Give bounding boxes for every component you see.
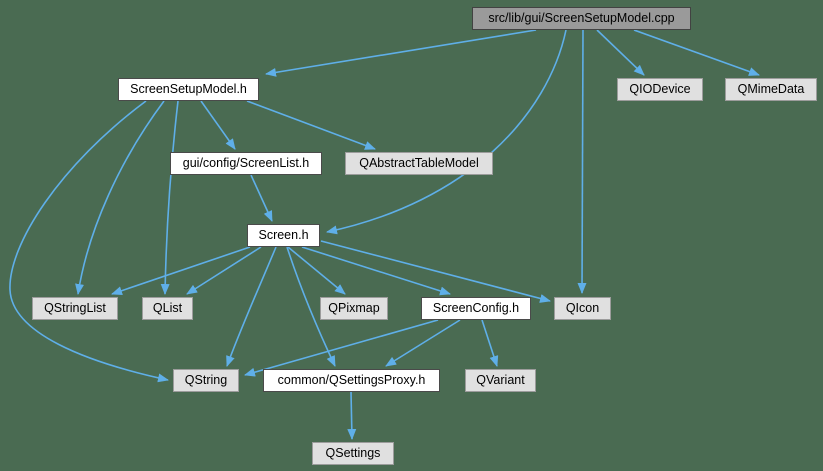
edge-ssm-h-qatm (246, 100, 376, 150)
node-qsettings: QSettings (312, 442, 394, 465)
node-qvariant: QVariant (465, 369, 536, 392)
node-qatm: QAbstractTableModel (345, 152, 493, 175)
edge-cpp-qicon (577, 29, 587, 294)
node-ssm-h[interactable]: ScreenSetupModel.h (118, 78, 259, 101)
edge-screen-h-qlist (186, 246, 262, 295)
edge-cpp-qmimedata (633, 29, 760, 76)
node-qstring: QString (173, 369, 239, 392)
node-screenconfig-h[interactable]: ScreenConfig.h (421, 297, 531, 320)
node-qlist: QList (142, 297, 193, 320)
node-qstringlist: QStringList (32, 297, 118, 320)
node-qicon: QIcon (554, 297, 611, 320)
edge-qsettingsproxy-qsettings (347, 391, 357, 440)
edge-ssm-h-qstringlist (75, 100, 165, 295)
edge-screenconfig-h-qvariant (481, 319, 499, 367)
node-qmimedata: QMimeData (725, 78, 817, 101)
edge-screen-h-screenconfig-h (301, 246, 451, 296)
edge-screenlist-h-screen-h (250, 174, 273, 222)
edge-screen-h-qpixmap (287, 246, 346, 295)
edge-screen-h-qsettingsproxy (286, 246, 336, 367)
edge-ssm-h-qlist (160, 100, 179, 295)
edge-cpp-qiodevice (596, 29, 645, 76)
edge-ssm-h-qstring (9, 100, 169, 383)
node-screen-h[interactable]: Screen.h (247, 224, 320, 247)
edge-screenconfig-h-qstring (244, 319, 439, 377)
node-qiodevice: QIODevice (617, 78, 703, 101)
edge-cpp-ssm-h (265, 29, 537, 77)
edge-screen-h-qicon (320, 240, 551, 303)
node-screenlist-h[interactable]: gui/config/ScreenList.h (170, 152, 322, 175)
edge-ssm-h-screenlist-h (200, 100, 236, 150)
edge-screen-h-qstringlist (111, 246, 251, 296)
edge-cpp-screen-h (326, 29, 567, 235)
edge-screenconfig-h-qsettingsproxy (385, 319, 461, 367)
node-qsettingsproxy[interactable]: common/QSettingsProxy.h (263, 369, 440, 392)
edge-screen-h-qstring (226, 246, 277, 367)
node-qpixmap: QPixmap (320, 297, 388, 320)
node-cpp: src/lib/gui/ScreenSetupModel.cpp (472, 7, 691, 30)
